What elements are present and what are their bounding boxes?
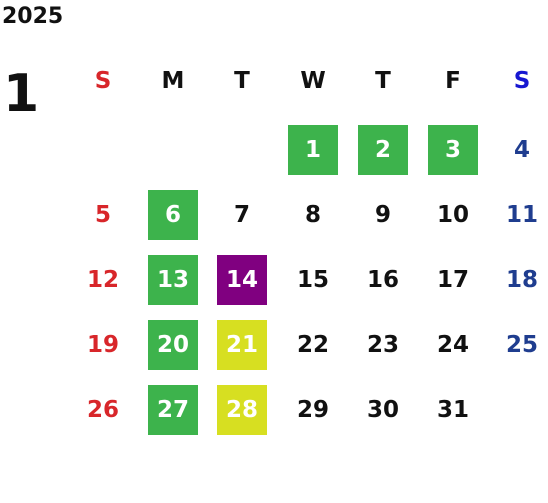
day-cell-18[interactable]: 18: [505, 267, 538, 293]
day-cell-6[interactable]: 6: [148, 190, 198, 240]
day-cell-19[interactable]: 19: [86, 332, 119, 358]
day-cell-20[interactable]: 20: [148, 320, 198, 370]
day-cell-25[interactable]: 25: [505, 332, 538, 358]
day-cell-29[interactable]: 29: [296, 397, 329, 423]
day-cell-5[interactable]: 5: [94, 202, 111, 228]
day-cell-24[interactable]: 24: [436, 332, 469, 358]
weekday-header-monday: M: [161, 68, 185, 94]
day-cell-1[interactable]: 1: [288, 125, 338, 175]
weekday-header-saturday: S: [513, 68, 531, 94]
day-cell-23[interactable]: 23: [366, 332, 399, 358]
day-cell-14[interactable]: 14: [217, 255, 267, 305]
day-cell-4[interactable]: 4: [513, 137, 530, 163]
weekday-header-friday: F: [445, 68, 461, 94]
day-cell-10[interactable]: 10: [436, 202, 469, 228]
day-cell-11[interactable]: 11: [505, 202, 538, 228]
day-cell-22[interactable]: 22: [296, 332, 329, 358]
day-cell-16[interactable]: 16: [366, 267, 399, 293]
weekday-header-sunday: S: [94, 68, 112, 94]
day-cell-15[interactable]: 15: [296, 267, 329, 293]
weekday-header-tuesday: T: [234, 68, 250, 94]
day-cell-30[interactable]: 30: [366, 397, 399, 423]
day-cell-27[interactable]: 27: [148, 385, 198, 435]
day-cell-7[interactable]: 7: [233, 202, 250, 228]
day-cell-3[interactable]: 3: [428, 125, 478, 175]
day-cell-17[interactable]: 17: [436, 267, 469, 293]
day-cell-12[interactable]: 12: [86, 267, 119, 293]
month-number: 1: [3, 64, 40, 124]
day-cell-31[interactable]: 31: [436, 397, 469, 423]
day-cell-21[interactable]: 21: [217, 320, 267, 370]
year-label: 2025: [2, 4, 64, 29]
weekday-header-thursday: T: [375, 68, 391, 94]
day-cell-2[interactable]: 2: [358, 125, 408, 175]
day-cell-9[interactable]: 9: [374, 202, 391, 228]
day-cell-8[interactable]: 8: [304, 202, 321, 228]
day-cell-28[interactable]: 28: [217, 385, 267, 435]
day-cell-26[interactable]: 26: [86, 397, 119, 423]
day-cell-13[interactable]: 13: [148, 255, 198, 305]
weekday-header-wednesday: W: [300, 68, 326, 94]
